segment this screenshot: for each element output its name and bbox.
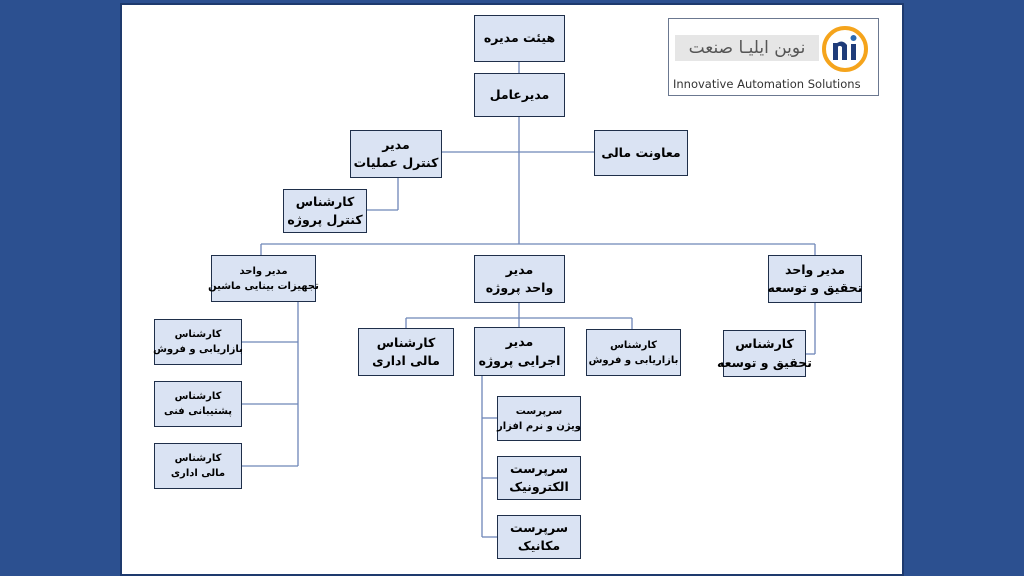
node-label: سرپرست [509, 519, 569, 535]
node-label: مدیر واحد [784, 261, 846, 277]
node-label: کارشناس [174, 391, 222, 402]
node-label: تحقیق و توسعه [716, 354, 812, 370]
node-label: سرپرست [509, 460, 569, 476]
node-label: کنترل عملیات [353, 155, 439, 170]
node-label: کارشناس [610, 339, 657, 351]
node-label: مدیر واحد [239, 265, 288, 277]
node-label: مدیر [505, 261, 534, 277]
company-name-fa: نوین ایلیـا صنعت [675, 35, 819, 61]
node-label: کارشناس [295, 193, 355, 209]
node-label: اجرایی پروژه [478, 352, 561, 368]
company-logo: نوین ایلیـا صنعت Innovative Automation S… [668, 18, 879, 96]
node-project-unit: مدیر واحد پروژه [474, 255, 565, 303]
node-finance-deputy: معاونت مالی [594, 130, 688, 176]
company-name-en: Innovative Automation Solutions [673, 77, 861, 91]
node-label: مدیر [505, 334, 534, 350]
node-vision-support: کارشناس پشتیبانی فنی [154, 381, 242, 427]
node-label: تجهیزات بینایی ماشین [208, 280, 319, 292]
node-label: بازاریابی و فروش [153, 344, 243, 355]
node-label: مدیر [382, 136, 410, 152]
node-label: الکترونیک [509, 479, 569, 494]
node-vision-unit: مدیر واحد تجهیزات بینایی ماشین [208, 255, 319, 302]
node-label: مالی اداری [170, 468, 226, 479]
node-label: مالی اداری [372, 353, 440, 368]
node-vision-sales: کارشناس بازاریابی و فروش [153, 319, 243, 365]
node-project-control: کارشناس کنترل پروژه [283, 189, 367, 233]
node-label: مکانیک [517, 538, 561, 553]
node-project-sales: کارشناس بازاریابی و فروش [586, 329, 681, 376]
node-label: بازاریابی و فروش [588, 354, 679, 366]
node-label: هیئت مدیره [483, 30, 556, 46]
node-project-exec: مدیر اجرایی پروژه [474, 327, 565, 376]
node-label: کنترل پروژه [287, 212, 363, 227]
node-label: واحد پروژه [485, 280, 554, 295]
node-label: مدیرعامل [489, 86, 550, 102]
node-label: سرپرست [515, 405, 563, 417]
node-label: تحقیق و توسعه [767, 280, 863, 295]
node-label: کارشناس [174, 453, 222, 464]
node-project-admin: کارشناس مالی اداری [358, 328, 454, 376]
node-label: کارشناس [174, 329, 222, 340]
node-board: هیئت مدیره [474, 15, 565, 62]
node-rd-unit: مدیر واحد تحقیق و توسعه [767, 255, 863, 303]
node-label: معاونت مالی [601, 144, 681, 160]
node-sup-mechanics: سرپرست مکانیک [497, 515, 581, 559]
node-label: کارشناس [735, 336, 794, 352]
node-label: پشتیبانی فنی [163, 406, 233, 417]
company-logo-mark-icon [822, 26, 868, 72]
node-ceo: مدیرعامل [474, 73, 565, 117]
node-rd-expert: کارشناس تحقیق و توسعه [717, 330, 812, 377]
node-vision-admin: کارشناس مالی اداری [154, 443, 242, 489]
node-sup-vision-sw: سرپرست ویژن و نرم افزار [497, 396, 581, 441]
node-label: کارشناس [376, 334, 436, 350]
node-ops-manager: مدیر کنترل عملیات [350, 130, 442, 178]
node-sup-electronics: سرپرست الکترونیک [497, 456, 581, 500]
node-label: ویژن و نرم افزار [496, 420, 582, 432]
